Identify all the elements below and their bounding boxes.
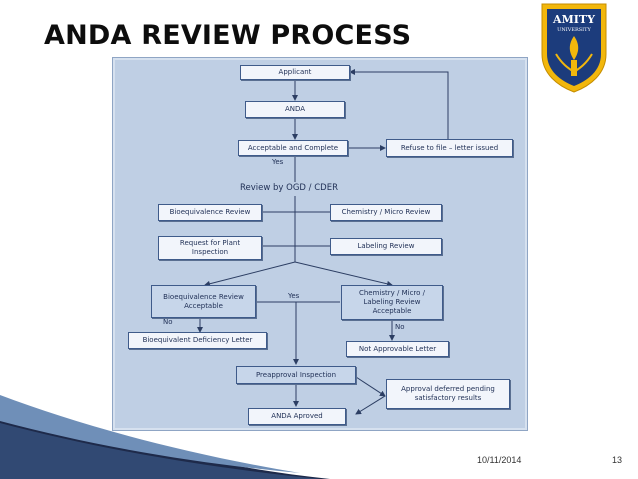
bioequivalent-deficiency-box: Bioequivalent Deficiency Letter	[128, 332, 267, 349]
bioequivalence-review-box: Bioequivalence Review	[158, 204, 262, 221]
acceptable-complete-box: Acceptable and Complete	[238, 140, 348, 156]
no-label-right: No	[395, 323, 405, 331]
anda-approved-box: ANDA Aproved	[248, 408, 346, 425]
request-plant-inspection-box: Request for Plant Inspection	[158, 236, 262, 260]
bioequivalence-acceptable-box: Bioequivalence Review Acceptable	[151, 285, 256, 318]
page-number: 13	[612, 455, 623, 465]
applicant-box: Applicant	[240, 65, 350, 80]
logo-line2: UNIVERSITY	[557, 27, 591, 33]
flame-icon	[569, 36, 579, 60]
not-approvable-box: Not Approvable Letter	[346, 341, 449, 357]
refuse-to-file-box: Refuse to file – letter issued	[386, 139, 513, 157]
approval-deferred-box: Approval deferred pending satisfactory r…	[386, 379, 510, 409]
chemistry-micro-review-box: Chemistry / Micro Review	[330, 204, 442, 221]
anda-box: ANDA	[245, 101, 345, 118]
preapproval-inspection-box: Preapproval Inspection	[236, 366, 356, 384]
decorative-swoosh	[0, 395, 330, 479]
review-by-label: Review by OGD / CDER	[240, 183, 339, 193]
no-label-left: No	[163, 318, 173, 326]
slide-title: ANDA REVIEW PROCESS	[44, 20, 412, 51]
labeling-review-box: Labeling Review	[330, 238, 442, 255]
yes-label-top: Yes	[272, 158, 284, 166]
slide-date: 10/11/2014	[477, 455, 522, 465]
logo-line1: AMITY	[552, 13, 595, 26]
amity-university-logo: AMITY UNIVERSITY	[541, 3, 607, 93]
yes-label-mid: Yes	[288, 292, 300, 300]
chem-labeling-acceptable-box: Chemistry / Micro / Labeling Review Acce…	[341, 285, 443, 320]
